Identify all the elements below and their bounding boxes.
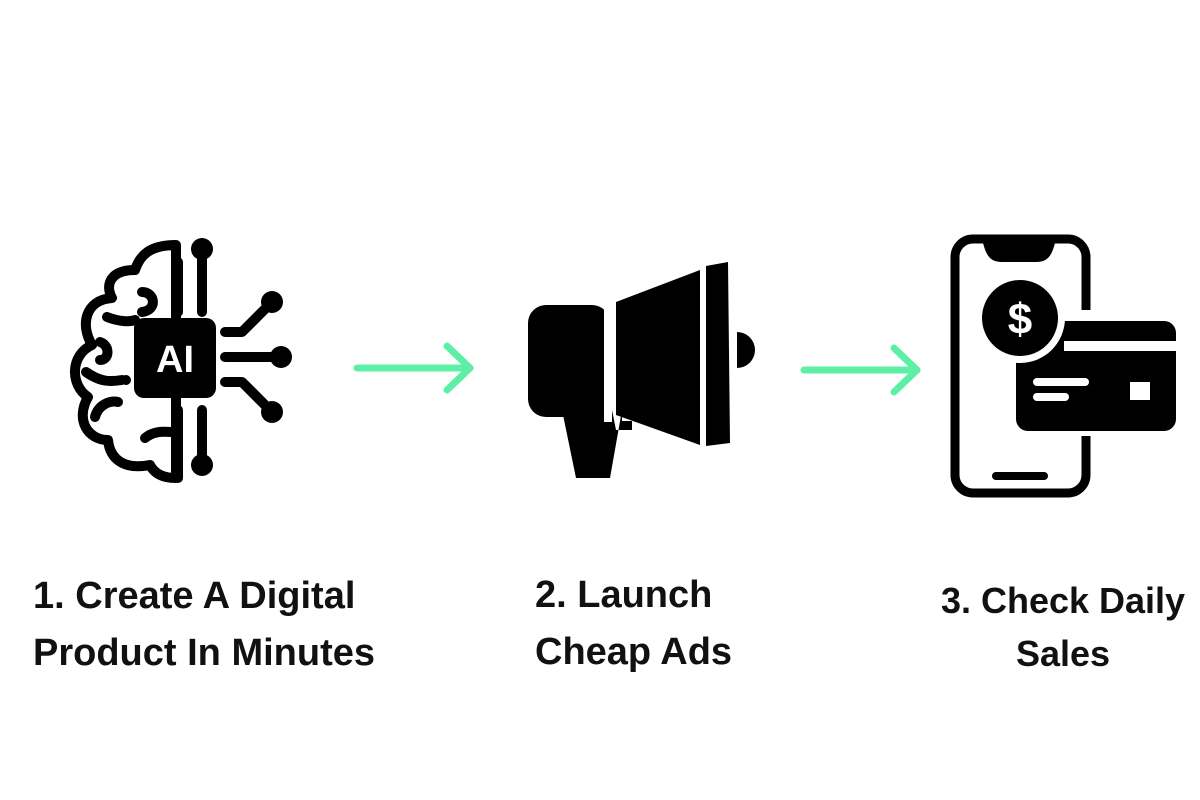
step-2-line-2: Cheap Ads	[535, 631, 733, 673]
phone-payment-icon: $	[950, 234, 1182, 498]
arrow-right-icon	[800, 344, 921, 396]
step-3-line-1: 3. Check Daily	[940, 580, 1186, 621]
step-2-line-1: 2. Launch	[535, 574, 713, 616]
step-1-line-1: 1. Create A Digital	[33, 575, 356, 617]
step-1-label: 1. Create A Digital Product In Minutes	[33, 568, 375, 682]
step-2-label: 2. Launch Cheap Ads	[535, 567, 732, 681]
dollar-sign-text: $	[1008, 295, 1032, 344]
step-1-line-2: Product In Minutes	[33, 632, 375, 674]
ai-brain-icon: AI	[70, 238, 292, 483]
ai-chip-text: AI	[156, 339, 194, 381]
arrow-right-icon	[353, 342, 474, 394]
step-3-line-2: Sales	[1015, 633, 1111, 674]
step-3-label: 3. Check Daily Sales	[928, 574, 1198, 680]
megaphone-icon	[528, 262, 755, 478]
